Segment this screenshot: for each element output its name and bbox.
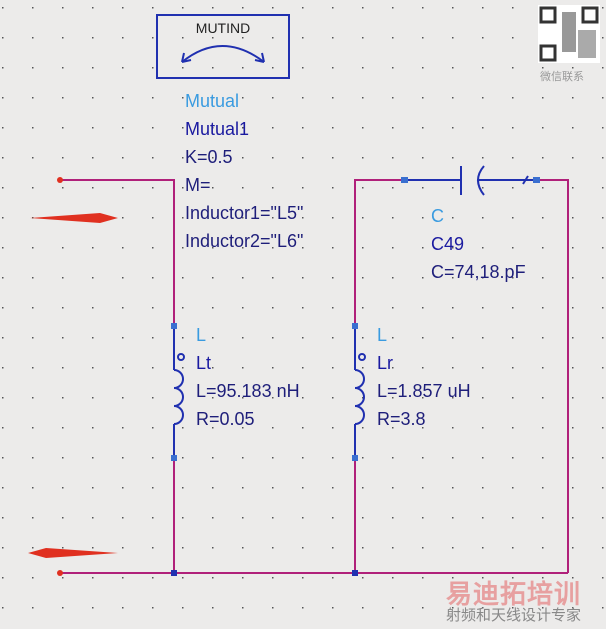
qr-code-icon	[538, 5, 600, 63]
arrow-right-icon	[30, 213, 118, 223]
component-type: Mutual	[185, 91, 240, 111]
port-bottom[interactable]	[57, 570, 63, 576]
component-name: Lr	[377, 353, 394, 373]
capacitor-symbol[interactable]	[401, 165, 540, 196]
component-type: C	[431, 206, 444, 226]
inductor-lr-symbol[interactable]	[352, 323, 366, 461]
node	[171, 570, 177, 576]
inductor-lt-symbol[interactable]	[171, 323, 185, 461]
param: M=	[185, 175, 211, 195]
param: Inductor2="L6"	[185, 231, 304, 251]
param: C=74,18.pF	[431, 262, 526, 282]
component-type: L	[377, 325, 388, 345]
inductor-lr-labels: L Lr L=1.857 uH R=3.8	[377, 321, 471, 433]
qr-label: 微信联系	[540, 71, 584, 83]
param: R=3.8	[377, 409, 426, 429]
capacitor-labels: C C49 C=74,18.pF	[431, 202, 526, 286]
mutind-label: MUTIND	[195, 20, 251, 36]
mutual-labels: Mutual Mutual1 K=0.5 M= Inductor1="L5" I…	[185, 87, 303, 255]
component-name: C49	[431, 234, 465, 254]
param: R=0.05	[196, 409, 255, 429]
port-top[interactable]	[57, 177, 63, 183]
component-name: Lt	[196, 353, 212, 373]
node	[352, 570, 358, 576]
param: L=1.857 uH	[377, 381, 471, 401]
watermark-brand: 易迪拓培训	[446, 579, 582, 609]
wires	[60, 179, 569, 574]
watermark-tagline: 射频和天线设计专家	[446, 607, 582, 624]
arrow-left-icon	[28, 548, 118, 558]
param: K=0.5	[185, 147, 233, 167]
component-type: L	[196, 325, 207, 345]
component-name: Mutual1	[185, 119, 250, 139]
param: L=95.183 nH	[196, 381, 300, 401]
inductor-lt-labels: L Lt L=95.183 nH R=0.05	[196, 321, 300, 433]
mutind-symbol[interactable]	[156, 14, 290, 79]
param: Inductor1="L5"	[185, 203, 304, 223]
